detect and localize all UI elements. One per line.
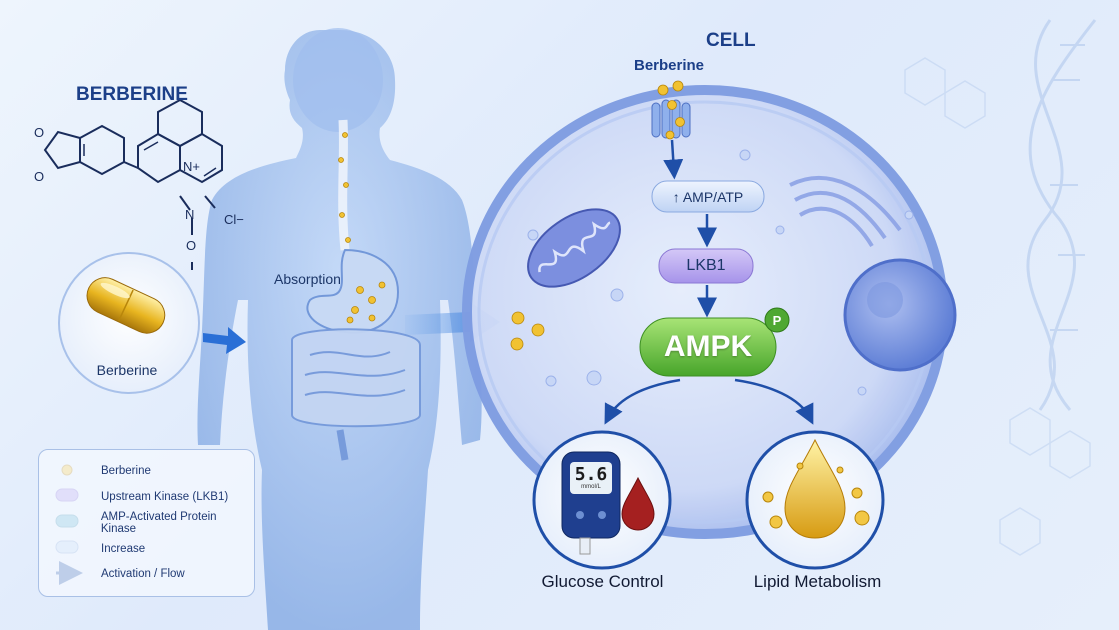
lkb1-box [658,248,754,284]
stomach-icon [306,248,400,334]
blood-drop-icon [621,476,655,531]
phospho-circle [764,307,790,333]
legend-label: Berberine [101,465,151,477]
molecule-atom-n: N [185,207,195,222]
phospho-label: P [772,312,782,328]
membrane-channel-icon [651,99,691,139]
mitochondrion-icon [527,208,621,288]
molecule-title: BERBERINE [76,84,188,105]
dna-helix-icon [1026,19,1097,411]
legend-item-ampk: AMP-Activated Protein Kinase [55,511,254,535]
capsule-arrow [203,327,246,354]
legend-item-increase: Increase [55,540,145,558]
legend-label: Activation / Flow [101,568,185,580]
berberine-particles-cell [510,80,685,351]
golgi-apparatus-icon [789,175,902,248]
cell-title: CELL [706,30,756,51]
intestines-icon [291,328,421,461]
arrow-channel-to-amp [663,139,684,180]
lkb1-label: LKB1 [686,257,726,274]
legend-label: AMP-Activated Protein Kinase [100,511,217,535]
nucleus-icon [843,258,957,372]
legend-item-activation: Activation / Flow [55,565,185,583]
amp-atp-label: ↑ AMP/ATP [672,188,744,205]
legend-item-berberine: Berberine [55,462,151,480]
molecule-atom-o-top: O [34,125,45,140]
meter-unit: mmol/L [581,484,601,490]
lipid-drop-icon [784,438,846,539]
absorption-label: Absorption [274,271,341,287]
berberine-particles-gut [338,132,386,324]
cell-berberine-label: Berberine [634,57,705,74]
ampk-label: AMPK [663,330,753,363]
glucometer-icon [561,451,621,555]
legend-label: Increase [101,543,146,555]
hexagon-network-icon [904,57,1091,556]
amp-atp-box [651,180,765,213]
legend-label: Upstream Kinase (LKB1) [101,491,229,503]
legend-box: Berberine Upstream Kinase (LKB1) AMP-Act… [38,449,255,597]
capsule-icon [86,277,166,334]
glucose-control-label: Glucose Control [541,572,664,591]
lipid-droplets-icon [762,462,870,529]
legend-item-lkb1: Upstream Kinase (LKB1) [55,488,228,506]
molecule-atom-n-plus: N+ [183,159,200,174]
berberine-molecule-icon [43,98,223,270]
ampk-box [639,317,777,377]
capsule-label: Berberine [96,362,158,378]
meter-reading: 5.6 [574,464,608,485]
arrow-ampk-to-glucose [604,378,681,425]
lipid-metabolism-label: Lipid Metabolism [753,572,882,591]
molecule-atom-o-minus: O [186,238,197,253]
molecule-atom-o-bottom: O [34,169,45,184]
molecule-chloride: Cl− [224,212,244,227]
vesicles-icon [527,149,914,396]
arrow-ampk-to-lipid [734,378,814,425]
